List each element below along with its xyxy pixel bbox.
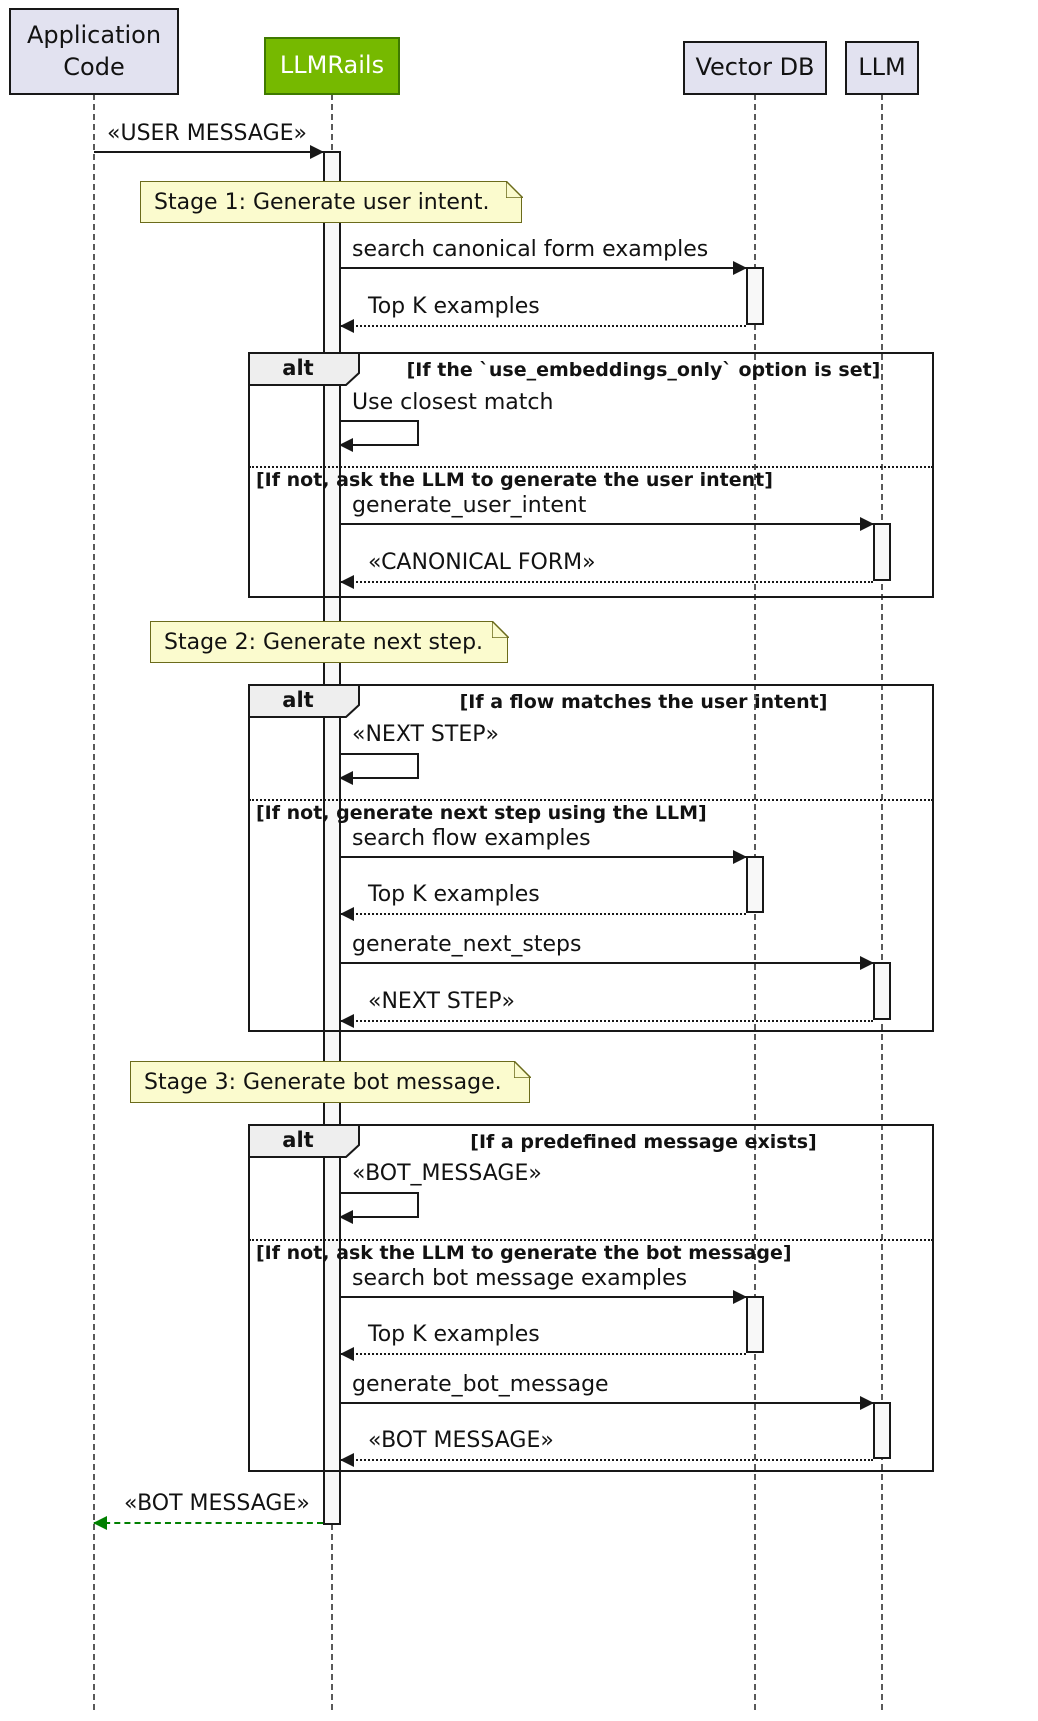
return-arrow-bot-message-final [93,1516,323,1530]
alt-operator-pentagon-icon [248,1124,360,1158]
message-label-top-k-2: Top K examples [368,882,540,907]
message-label-search-flow: search flow examples [352,826,591,851]
message-label-user-message: «USER MESSAGE» [107,121,307,146]
note-fold-icon [491,620,509,638]
message-label-search-bot-message: search bot message examples [352,1266,688,1291]
arrowhead-right-icon [860,517,874,531]
participant-llm: LLM [845,41,919,95]
alt-fragment-stage2: alt [If a flow matches the user intent] … [248,684,934,1032]
return-arrow-top-k-3 [340,1347,746,1361]
alt-operator-pentagon-icon [248,684,360,718]
activation-vector-db-2 [746,856,764,913]
alt-else-divider [249,799,933,801]
activation-llmrails [323,151,341,1525]
note-stage-1-text: Stage 1: Generate user intent. [154,189,490,215]
message-label-canonical-form: «CANONICAL FORM» [368,550,596,575]
alt-operator-label: alt [282,356,314,380]
arrowhead-right-icon [860,1396,874,1410]
return-arrow-canonical-form [340,575,873,589]
arrowhead-left-icon [340,1347,354,1361]
participant-llmrails-label: LLMRails [279,51,385,80]
lifeline-application-code [93,94,95,1710]
note-stage-2-text: Stage 2: Generate next step. [164,629,484,655]
alt-else-divider [249,466,933,468]
self-message-arrow-next-step [339,753,419,785]
self-message-arrow-use-closest-match [339,420,419,452]
participant-llm-label: LLM [858,53,906,82]
arrowhead-left-icon [340,907,354,921]
alt-else-guard-label: [If not, ask the LLM to generate the use… [256,469,773,491]
return-arrow-top-k-1 [340,319,746,333]
arrowhead-left-icon [340,319,354,333]
message-label-generate-bot-message: generate_bot_message [352,1372,609,1397]
arrowhead-right-icon [733,261,747,275]
activation-vector-db-1 [746,267,764,325]
alt-else-guard-label: [If not, ask the LLM to generate the bot… [256,1242,792,1264]
activation-llm-2 [873,962,891,1020]
note-stage-3-text: Stage 3: Generate bot message. [144,1069,502,1095]
message-label-search-canonical: search canonical form examples [352,237,709,262]
alt-fragment-stage1: alt [If the `use_embeddings_only` option… [248,352,934,598]
return-arrow-next-step [340,1014,873,1028]
note-stage-3: Stage 3: Generate bot message. [130,1060,531,1103]
participant-llmrails: LLMRails [264,37,400,95]
message-arrow-user-message [94,145,324,159]
arrowhead-left-icon [339,438,353,452]
arrowhead-left-icon [339,771,353,785]
activation-llm-1 [873,523,891,581]
message-label-top-k-3: Top K examples [368,1322,540,1347]
return-arrow-top-k-2 [340,907,746,921]
return-arrow-bot-message [340,1453,873,1467]
note-stage-2: Stage 2: Generate next step. [150,620,509,663]
message-label-bot-message-self: «BOT_MESSAGE» [352,1161,542,1186]
message-arrow-generate-next-steps [341,956,874,970]
alt-operator-label: alt [282,688,314,712]
message-label-next-step-self: «NEXT STEP» [352,722,499,747]
participant-vector-db: Vector DB [683,41,827,95]
lifeline-llm [881,94,883,1710]
note-stage-1: Stage 1: Generate user intent. [140,180,523,223]
message-arrow-generate-user-intent [341,517,874,531]
alt-guard-label: [If a predefined message exists] [470,1131,817,1153]
arrowhead-right-icon [733,1290,747,1304]
message-label-use-closest-match: Use closest match [352,390,554,415]
alt-operator-pentagon-icon [248,352,360,386]
self-message-arrow-bot-message [339,1192,419,1224]
participant-application-code: Application Code [9,8,179,95]
message-label-generate-user-intent: generate_user_intent [352,493,587,518]
message-label-bot-message-return: «BOT MESSAGE» [368,1428,554,1453]
alt-guard-label: [If the `use_embeddings_only` option is … [406,359,881,381]
message-arrow-search-bot-message [341,1290,747,1304]
arrowhead-left-green-icon [93,1516,107,1530]
message-arrow-search-canonical [341,261,747,275]
alt-operator-label: alt [282,1128,314,1152]
alt-else-guard-label: [If not, generate next step using the LL… [256,802,707,824]
arrowhead-right-icon [733,850,747,864]
participant-application-code-label: Application Code [26,21,162,81]
activation-llm-3 [873,1402,891,1459]
note-fold-icon [505,180,523,198]
arrowhead-left-icon [339,1210,353,1224]
message-arrow-generate-bot-message [341,1396,874,1410]
message-label-next-step-return: «NEXT STEP» [368,989,515,1014]
activation-vector-db-3 [746,1296,764,1353]
arrowhead-left-icon [340,1014,354,1028]
arrowhead-left-icon [340,1453,354,1467]
message-arrow-search-flow [341,850,747,864]
arrowhead-left-icon [340,575,354,589]
message-label-top-k-1: Top K examples [368,294,540,319]
alt-guard-label: [If a flow matches the user intent] [459,691,828,713]
message-label-bot-message-final: «BOT MESSAGE» [124,1491,310,1516]
alt-fragment-stage3: alt [If a predefined message exists] [If… [248,1124,934,1472]
note-fold-icon [513,1060,531,1078]
participant-vector-db-label: Vector DB [695,53,815,82]
arrowhead-right-icon [310,145,324,159]
arrowhead-right-icon [860,956,874,970]
message-label-generate-next-steps: generate_next_steps [352,932,582,957]
alt-else-divider [249,1239,933,1241]
